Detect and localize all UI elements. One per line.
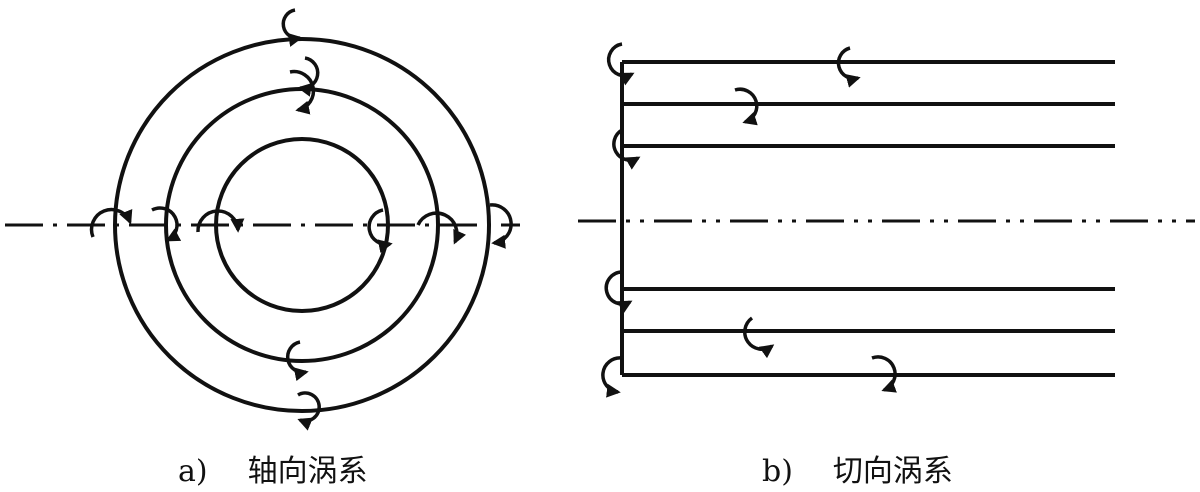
vortex-loop [416, 211, 467, 245]
panel-b-tangential-vortex [578, 42, 1195, 398]
caption-a-title: 轴向涡系 [247, 454, 368, 489]
vortex-loop [743, 316, 775, 359]
vortex-loop [367, 208, 393, 254]
vortex-loop [612, 128, 641, 170]
vortex-loop [281, 8, 303, 47]
caption-b-title: 切向涡系 [832, 454, 953, 489]
panel-a-axial-vortex [5, 8, 520, 431]
inner-ring [214, 137, 390, 313]
vortex-loops-b [601, 42, 897, 398]
vortex-loop [734, 87, 759, 126]
caption-a-label: a) [178, 454, 208, 489]
caption-b: b) 切向涡系 [762, 446, 953, 490]
vortex-loop [297, 56, 320, 97]
vortex-loop [89, 207, 133, 238]
vortex-loop [289, 69, 316, 115]
vortex-loop [871, 355, 897, 393]
vortex-loop [286, 340, 309, 382]
vortex-loops-a [89, 8, 513, 431]
vortex-loop [601, 356, 623, 398]
vortex-loop [297, 391, 321, 431]
vortex-loop [196, 209, 245, 233]
vortex-loop [836, 46, 861, 88]
caption-b-label: b) [762, 454, 793, 489]
caption-a: a) 轴向涡系 [178, 446, 368, 490]
vortex-loop [606, 42, 635, 86]
vortex-loop [151, 206, 182, 242]
vortex-loop [489, 203, 513, 249]
vortex-loop [604, 270, 633, 314]
